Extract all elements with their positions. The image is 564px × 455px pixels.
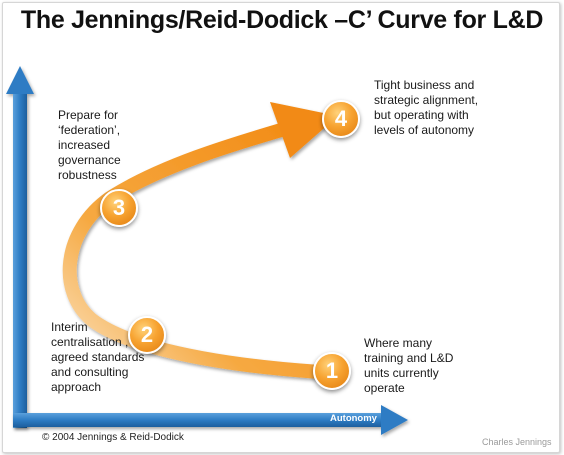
- c-curve-arrow: [62, 102, 338, 379]
- stage-4-badge: 4: [322, 100, 360, 138]
- stage-2-description: Interim centralisation , agreed standard…: [51, 320, 145, 394]
- diagram-title: The Jennings/Reid-Dodick –C’ Curve for L…: [20, 6, 544, 34]
- stage-3-badge: 3: [100, 189, 138, 227]
- author-watermark: Charles Jennings: [482, 437, 552, 447]
- stage-4-description: Tight business and strategic alignment, …: [374, 78, 479, 137]
- stage-1-badge: 1: [313, 352, 351, 390]
- copyright-text: © 2004 Jennings & Reid-Dodick: [42, 432, 184, 443]
- x-axis-label: Autonomy: [330, 413, 377, 424]
- stage-3-description: Prepare for ‘federation’, increased gove…: [58, 108, 121, 182]
- y-axis-label: Strategic Alignment: [31, 150, 42, 240]
- y-axis-arrow: [6, 66, 34, 428]
- stage-1-description: Where many training and L&D units curren…: [364, 336, 454, 395]
- stage-2-badge: 2: [128, 316, 166, 354]
- x-axis-arrow: [13, 405, 408, 435]
